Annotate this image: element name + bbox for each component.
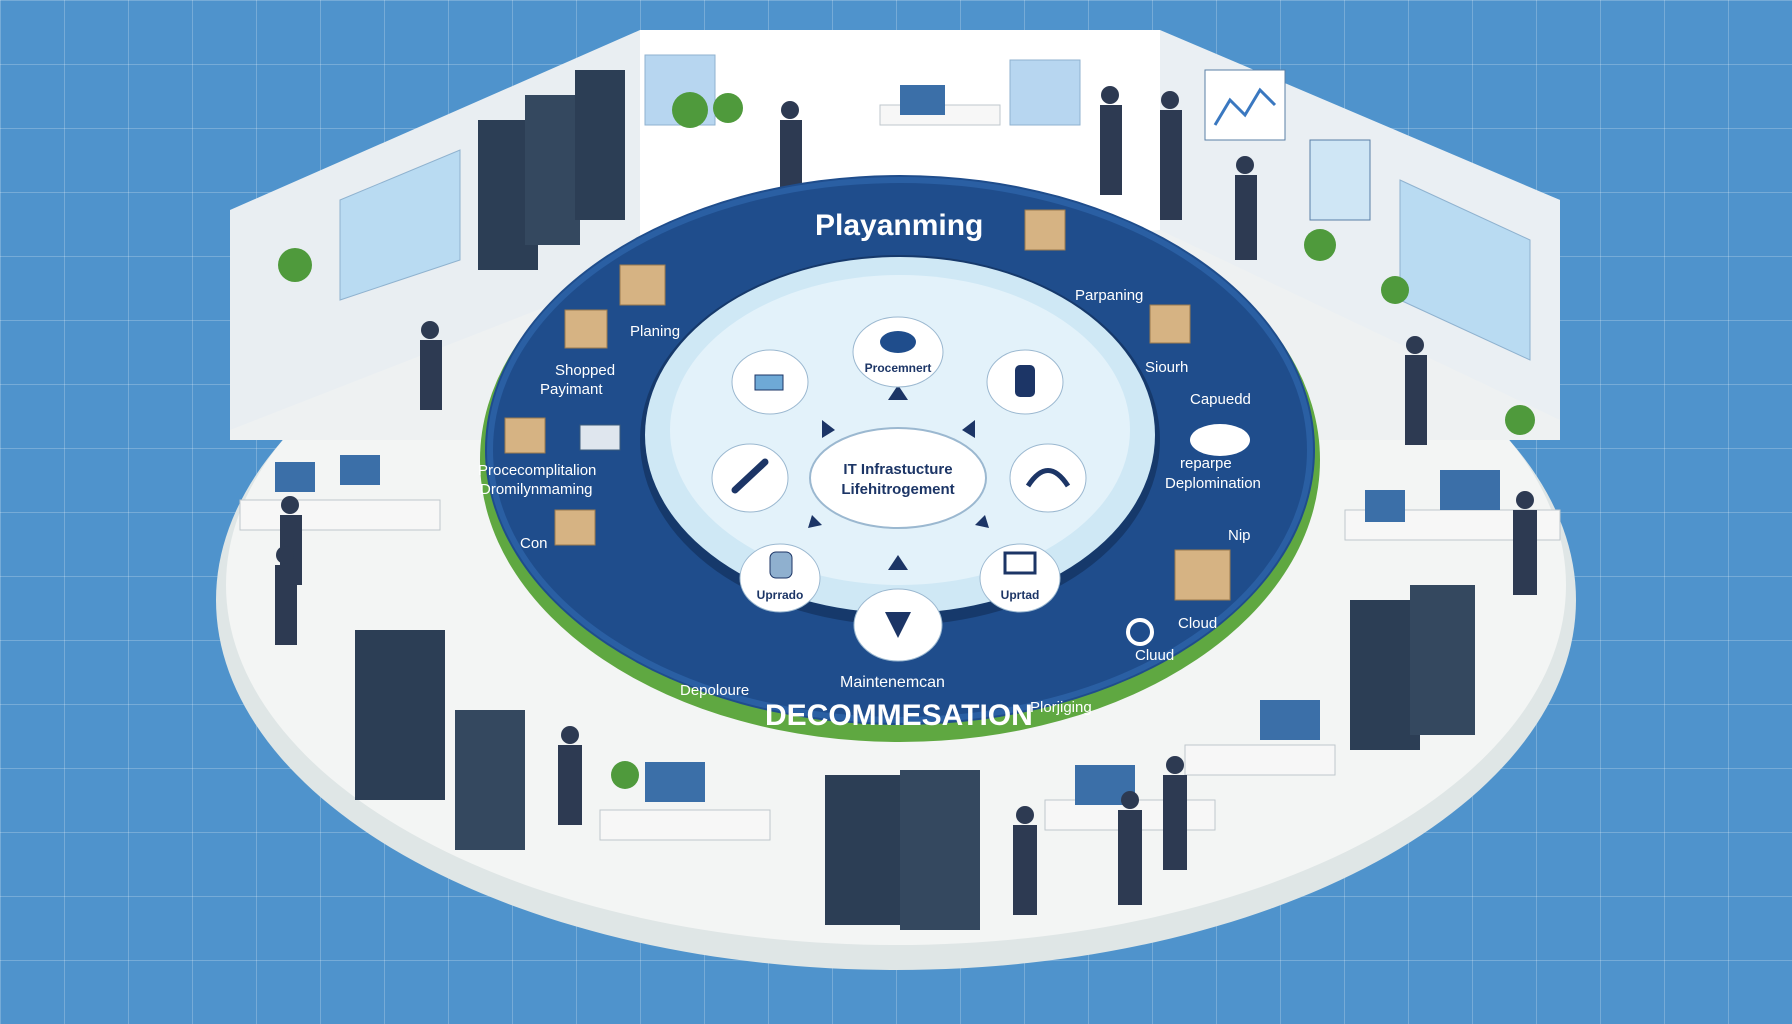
hub-node: IT Infrastucture Lifehitrogement: [809, 427, 987, 529]
spoke-arrows: [808, 385, 989, 570]
hub-line2: Lifehitrogement: [841, 481, 954, 498]
label-nip: Nip: [1228, 527, 1251, 544]
cart-icon: [1003, 551, 1037, 575]
node-tool[interactable]: [731, 349, 809, 415]
server-racks: [355, 70, 1475, 930]
node-down[interactable]: [853, 588, 943, 662]
gear-icon: [1126, 618, 1154, 646]
label-planing: Planing: [630, 323, 680, 340]
database-icon: [769, 551, 793, 579]
arrow-up-icon: [888, 385, 908, 400]
node-curve[interactable]: [1009, 443, 1087, 513]
node-box[interactable]: [986, 349, 1064, 415]
arrow-up-icon: [888, 555, 908, 570]
label-bottom: DECOMMESATION: [765, 699, 1033, 732]
label-reparpe: reparpe: [1180, 455, 1232, 472]
label-depoloure: Depoloure: [680, 682, 749, 699]
curved-arrow-icon: [1025, 468, 1071, 488]
office-staff: [275, 86, 1537, 915]
plants: [278, 92, 1535, 789]
label-cloud2: Cluud: [1135, 647, 1174, 664]
tool-icon: [754, 374, 784, 391]
node-upgrade-right[interactable]: Uprtad: [979, 543, 1061, 613]
box-icon: [1024, 209, 1066, 251]
node-wrench[interactable]: [711, 443, 789, 513]
label-siourh: Siourh: [1145, 359, 1188, 376]
label-top: Playanming: [815, 209, 983, 242]
ring-labels: Playanming DECOMMESATION Maintenemcan Pl…: [478, 209, 1261, 732]
label-shopped: Shopped: [555, 362, 615, 379]
hub-line1: IT Infrastucture: [843, 461, 952, 478]
node-upgrade-left[interactable]: Uprrado: [739, 543, 821, 613]
label-cloud1: Cloud: [1178, 615, 1217, 632]
node-upgrade-right-label: Uprtad: [1001, 588, 1040, 602]
label-parpaning: Parpaning: [1075, 287, 1143, 304]
arrow-icon: [808, 515, 822, 528]
box-icon: [564, 309, 608, 349]
node-procurement-label: Procemnert: [865, 361, 932, 375]
wrench-icon: [731, 458, 769, 494]
label-proc2: Dromilynmaming: [480, 481, 593, 498]
cloud-icon: [880, 331, 916, 353]
node-upgrade-left-label: Uprrado: [757, 588, 804, 602]
box-icon: [1149, 304, 1191, 344]
arrow-icon: [975, 515, 989, 528]
laptop-icon: [579, 424, 621, 451]
label-maintenance: Maintenemcan: [840, 674, 945, 691]
arrow-down-icon: [885, 612, 911, 638]
label-ploryging: Plorjiging: [1030, 699, 1092, 716]
cloud-icon: [1190, 424, 1250, 456]
label-capuedd: Capuedd: [1190, 391, 1251, 408]
satellite-nodes[interactable]: Procemnert Uprrado Uprtad: [711, 316, 1087, 662]
label-deploma: Deplomination: [1165, 475, 1261, 492]
node-procurement[interactable]: Procemnert: [852, 316, 944, 388]
arrow-icon: [822, 420, 835, 438]
label-con: Con: [520, 535, 548, 552]
box-icon: [1015, 365, 1035, 397]
label-proc1: Procecomplitalion: [478, 462, 596, 479]
ring-box-icons: [504, 209, 1250, 646]
box-icon: [619, 264, 666, 306]
box-icon: [554, 509, 596, 546]
box-icon: [1174, 549, 1231, 601]
box-icon: [504, 417, 546, 454]
arrow-icon: [962, 420, 975, 438]
label-payment: Payimant: [540, 381, 603, 398]
